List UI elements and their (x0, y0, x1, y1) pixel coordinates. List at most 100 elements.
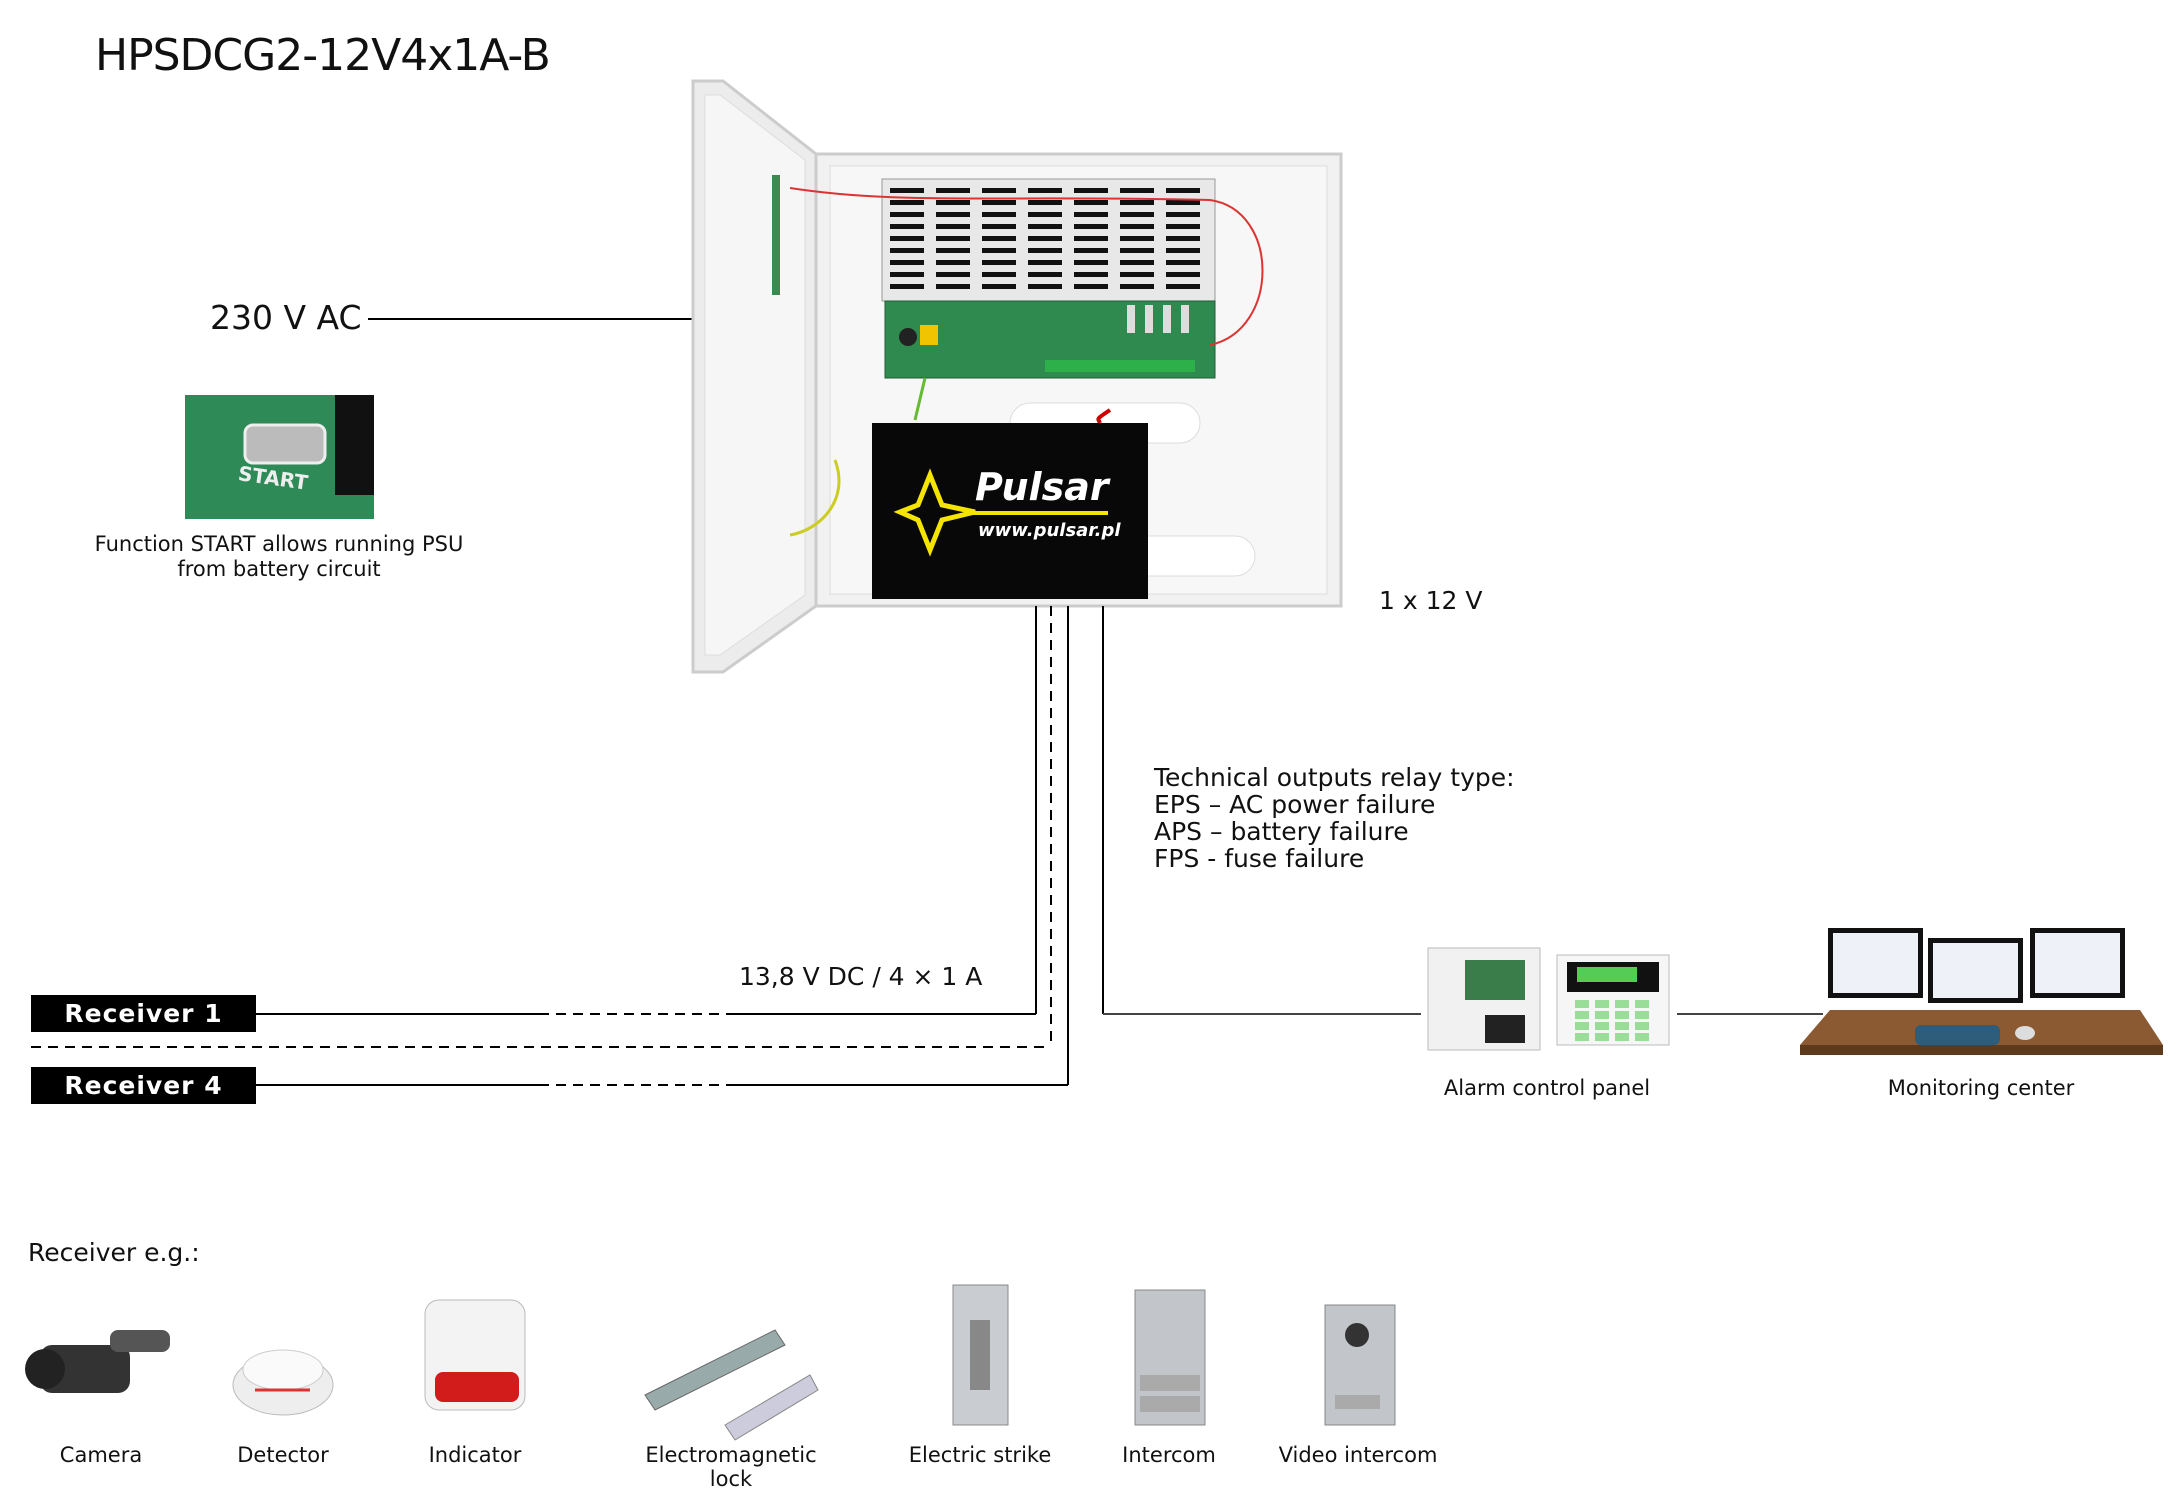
grill-slot (982, 188, 1016, 193)
grill-slot (936, 248, 970, 253)
grill-slot (890, 188, 924, 193)
technical-outputs-heading: Technical outputs relay type: (1154, 763, 1515, 792)
grill-slot (1028, 260, 1062, 265)
camera-label: Camera (59, 1443, 143, 1467)
grill-slot (982, 236, 1016, 241)
grill-slot (1028, 224, 1062, 229)
pulsar-star-logo (893, 468, 976, 557)
grill-slot (1028, 272, 1062, 277)
grill-slot (1120, 236, 1154, 241)
grill-slot (1120, 200, 1154, 205)
grill-slot (890, 260, 924, 265)
grill-slot (1028, 248, 1062, 253)
grill-slot (890, 272, 924, 277)
grill-slot (1074, 188, 1108, 193)
electric-strike-label: Electric strike (908, 1443, 1052, 1467)
grill-slot (982, 212, 1016, 217)
grill-slot (1166, 236, 1200, 241)
receiver-4-box: Receiver 4 (31, 1067, 256, 1104)
grill-slot (1074, 260, 1108, 265)
grill-slot (1074, 248, 1108, 253)
intercom-label: Intercom (1122, 1443, 1216, 1467)
electromagnetic-lock-label-line1: Electromagnetic (645, 1443, 817, 1467)
grill-slot (982, 200, 1016, 205)
grill-slot (982, 284, 1016, 289)
keypad-key (1595, 1011, 1609, 1019)
grill-slot (1120, 224, 1154, 229)
grill-slot (1166, 212, 1200, 217)
electromagnetic-lock-image (644, 1329, 819, 1441)
grill-slot (1028, 236, 1062, 241)
intercom-image (1134, 1289, 1206, 1426)
detector-image (232, 1349, 334, 1416)
video-intercom-label: Video intercom (1278, 1443, 1438, 1467)
keypad-key (1575, 1022, 1589, 1030)
grill-slot (1120, 260, 1154, 265)
grill-slot (982, 224, 1016, 229)
grill-slot (1074, 212, 1108, 217)
keypad-key (1635, 1022, 1649, 1030)
keypad-key (1575, 1000, 1589, 1008)
grill-slot (982, 248, 1016, 253)
grill-slot (1166, 284, 1200, 289)
psu-cabinet (691, 79, 1343, 674)
grill-slot (890, 200, 924, 205)
grill-slot (1120, 212, 1154, 217)
electric-strike-image (952, 1284, 1009, 1426)
output-rating-label: 13,8 V DC / 4 × 1 A (739, 962, 983, 991)
electromagnetic-lock-label-line2: lock (709, 1467, 753, 1491)
grill-slot (1166, 260, 1200, 265)
keypad-key (1595, 1033, 1609, 1041)
grill-slot (1074, 236, 1108, 241)
ac-input-label: 230 V AC (210, 298, 362, 337)
grill-slot (890, 248, 924, 253)
monitoring-center-image (1800, 928, 2163, 1055)
grill-slot (936, 188, 970, 193)
keypad-key (1595, 1022, 1609, 1030)
grill-slot (1074, 224, 1108, 229)
start-caption-line1: Function START allows running PSU (94, 532, 464, 556)
detector-label: Detector (237, 1443, 329, 1467)
pulsar-url: www.pulsar.pl (978, 520, 1121, 541)
grill-slot (982, 260, 1016, 265)
grill-slot (1074, 272, 1108, 277)
grill-slot (1120, 188, 1154, 193)
grill-slot (1074, 200, 1108, 205)
keypad-key (1575, 1011, 1589, 1019)
alarm-control-panel-image (1427, 947, 1670, 1051)
start-caption-line2: from battery circuit (177, 557, 381, 581)
grill-slot (1166, 200, 1200, 205)
grill-slot (936, 236, 970, 241)
grill-slot (890, 284, 924, 289)
receiver-1-box: Receiver 1 (31, 995, 256, 1032)
grill-slot (1028, 188, 1062, 193)
grill-slot (1166, 248, 1200, 253)
grill-slot (1120, 284, 1154, 289)
grill-slot (1028, 200, 1062, 205)
grill-slot (1120, 272, 1154, 277)
keypad-key (1595, 1000, 1609, 1008)
technical-outputs-text: Technical outputs relay type: EPS – AC p… (1154, 764, 1515, 872)
technical-output-fps: FPS - fuse failure (1154, 844, 1365, 873)
grill-slot (890, 224, 924, 229)
keypad-key (1635, 1000, 1649, 1008)
alarm-control-panel-label: Alarm control panel (1443, 1076, 1651, 1100)
monitoring-center-label: Monitoring center (1887, 1076, 2075, 1100)
keypad-key (1635, 1011, 1649, 1019)
keypad-key (1615, 1022, 1629, 1030)
grill-slot (1120, 248, 1154, 253)
battery-label: 1 x 12 V (1379, 586, 1483, 615)
keypad-key (1615, 1011, 1629, 1019)
keypad-key (1575, 1033, 1589, 1041)
grill-slot (936, 272, 970, 277)
grill-slot (936, 224, 970, 229)
grill-slot (890, 212, 924, 217)
grill-slot (936, 212, 970, 217)
page-title: HPSDCG2-12V4x1A-B (95, 30, 551, 81)
technical-output-aps: APS – battery failure (1154, 817, 1409, 846)
keypad-key (1615, 1000, 1629, 1008)
indicator-image (424, 1299, 526, 1411)
grill-slot (1074, 284, 1108, 289)
